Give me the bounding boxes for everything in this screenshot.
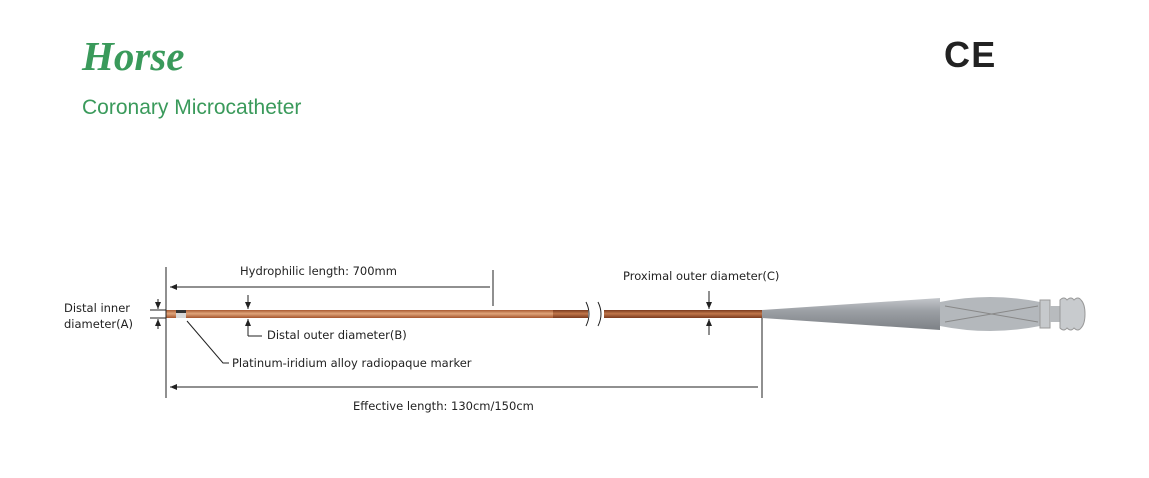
- distal-inner-label-2: diameter(A): [64, 317, 133, 331]
- proximal-label: Proximal outer diameter(C): [623, 269, 779, 283]
- marker-label: Platinum-iridium alloy radiopaque marker: [232, 356, 472, 370]
- radiopaque-marker: [176, 310, 186, 318]
- effective-label: Effective length: 130cm/150cm: [353, 399, 534, 413]
- distal-inner-label-1: Distal inner: [64, 301, 130, 315]
- product-subtitle: Coronary Microcatheter: [82, 96, 302, 119]
- ce-mark-logo: C E: [944, 34, 995, 75]
- product-title: Horse: [82, 33, 185, 79]
- distal-outer-label: Distal outer diameter(B): [267, 328, 407, 342]
- catheter-hub: [762, 297, 1086, 331]
- marker-leader-line: [186, 320, 229, 364]
- catheter-shaft: [166, 301, 762, 327]
- hydrophilic-label: Hydrophilic length: 700mm: [240, 264, 397, 278]
